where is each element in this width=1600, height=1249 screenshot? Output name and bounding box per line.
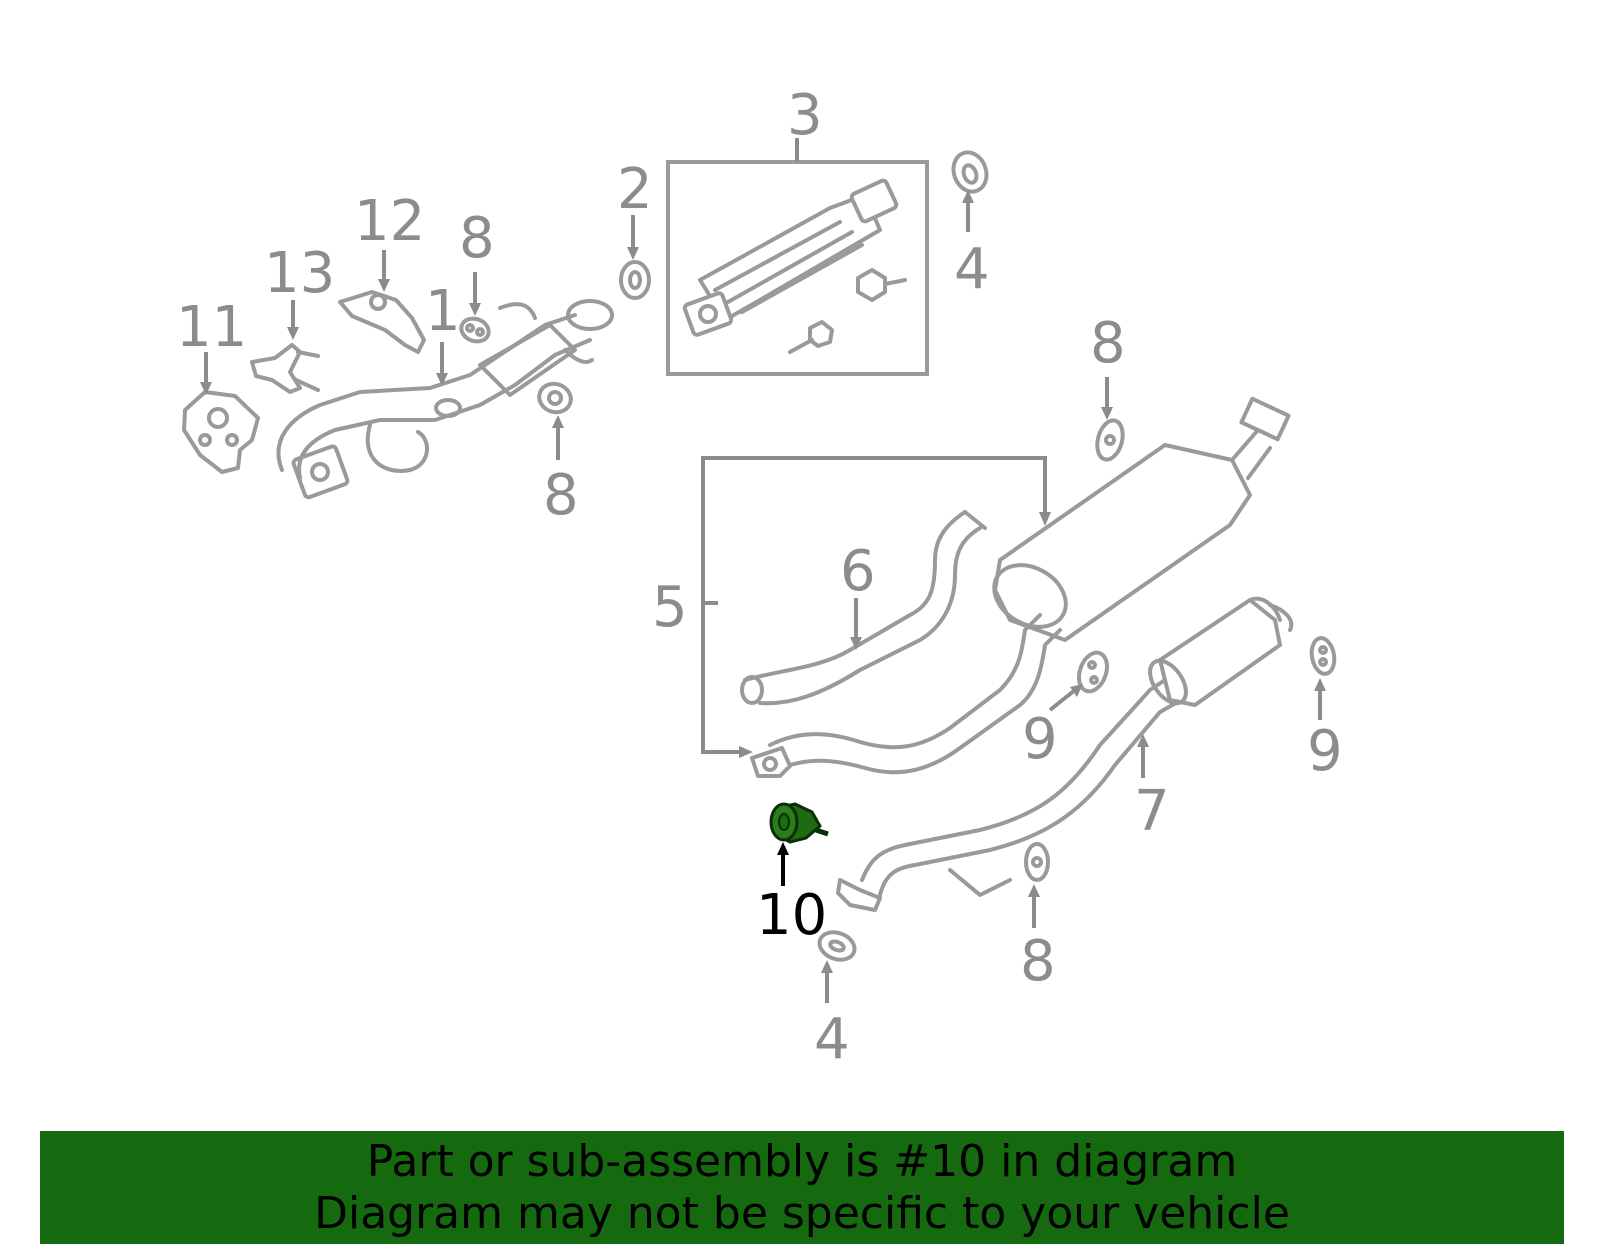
part-6-pipe[interactable] [740, 510, 987, 706]
part-3-bolt-b[interactable] [788, 320, 834, 354]
part-4-gasket-a[interactable] [948, 148, 992, 197]
part-5-muffler[interactable] [983, 396, 1291, 642]
part-5-bracket-lines [701, 456, 1047, 754]
callout-9-b: 9 [1307, 719, 1343, 784]
callout-8-a: 8 [459, 206, 495, 271]
banner-line-1: Part or sub-assembly is #10 in diagram [366, 1135, 1238, 1187]
part-12-bracket[interactable] [338, 290, 426, 354]
callout-8-b: 8 [543, 463, 579, 528]
callout-11: 11 [176, 295, 247, 360]
part-8-gasket-a[interactable] [458, 315, 492, 345]
info-banner: Part or sub-assembly is #10 in diagram D… [40, 1131, 1564, 1244]
part-3-bolt-a[interactable] [856, 268, 907, 302]
part-8-hanger-c[interactable] [1093, 418, 1127, 463]
callout-4-b: 4 [814, 1007, 850, 1072]
part-2-gasket[interactable] [619, 260, 651, 300]
part-11-bracket[interactable] [182, 390, 260, 474]
part-8-hanger-d[interactable] [1024, 842, 1050, 882]
part-7-tailpipe[interactable] [836, 596, 1294, 912]
part-9-hanger-a[interactable] [1074, 649, 1112, 695]
banner-line-2: Diagram may not be specific to your vehi… [314, 1187, 1290, 1239]
part-13-bracket[interactable] [250, 343, 320, 394]
callout-7: 7 [1134, 779, 1170, 844]
callout-6: 6 [840, 539, 876, 604]
callout-9-a: 9 [1022, 707, 1058, 772]
leader-lines [200, 138, 1326, 1003]
callout-5: 5 [652, 575, 688, 640]
part-3-converter[interactable] [682, 178, 899, 337]
part-5-pipe[interactable] [750, 613, 1062, 778]
callout-1: 1 [425, 279, 461, 344]
part-1-front-pipe[interactable] [276, 299, 614, 500]
callout-8-c: 8 [1090, 311, 1126, 376]
callout-10-highlighted: 10 [756, 883, 827, 948]
part-8-gasket-b[interactable] [535, 379, 575, 416]
part-9-hanger-b[interactable] [1309, 636, 1337, 676]
callout-2: 2 [617, 157, 653, 222]
part-4-gasket-b[interactable] [816, 928, 859, 965]
callout-3: 3 [787, 83, 823, 148]
part-10-highlighted[interactable] [769, 802, 829, 844]
callout-13: 13 [264, 241, 335, 306]
callout-8-d: 8 [1020, 929, 1056, 994]
callout-4-a: 4 [954, 237, 990, 302]
callout-12: 12 [354, 189, 425, 254]
